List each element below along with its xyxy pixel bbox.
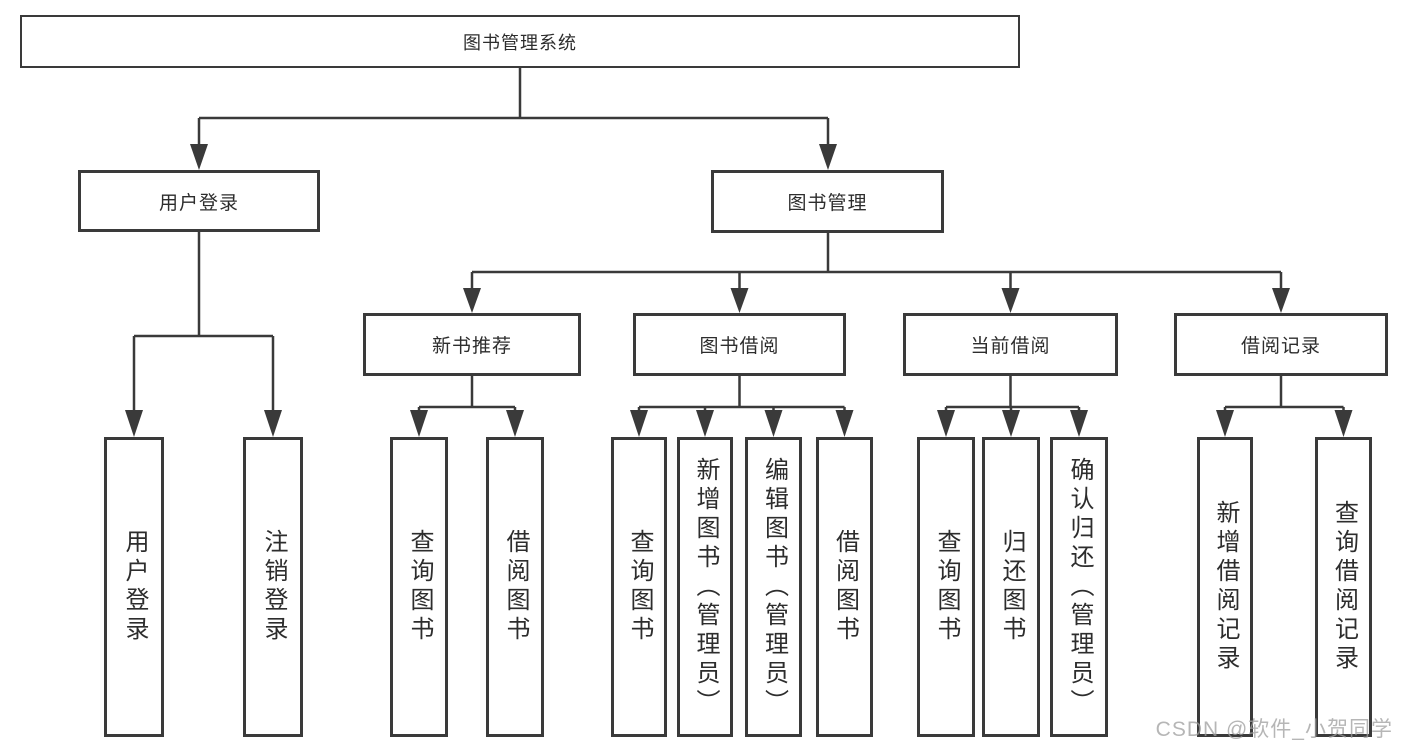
leaf-borrowing-borrow-books: 借阅图书 [816, 437, 873, 737]
csdn-watermark: CSDN @软件_小贺同学 [1155, 718, 1393, 741]
edge-book-management-to-children [463, 233, 1290, 313]
leaf-borrowing-add-books-admin: 新增图书（管理员） [677, 437, 733, 737]
node-borrowing-records: 借阅记录 [1174, 313, 1388, 376]
node-label: 归还图书 [998, 529, 1025, 645]
leaf-newbook-borrow-books: 借阅图书 [486, 437, 544, 737]
node-label: 用户登录 [121, 529, 148, 645]
node-book-management: 图书管理 [711, 170, 944, 233]
node-current-borrowing: 当前借阅 [903, 313, 1118, 376]
node-label: 查询图书 [626, 529, 653, 645]
node-user-login: 用户登录 [78, 170, 320, 232]
node-new-book-recommend: 新书推荐 [363, 313, 581, 376]
edge-current-borrowing-to-children [937, 376, 1088, 437]
node-label: 借阅记录 [1240, 336, 1321, 357]
node-label: 新增借阅记录 [1212, 500, 1239, 674]
leaf-current-return-books: 归还图书 [982, 437, 1040, 737]
edge-new-book-recommend-to-children [410, 376, 524, 437]
edge-root-to-level2 [190, 68, 837, 170]
node-label: 编辑图书（管理员） [760, 456, 788, 718]
node-label: 借阅图书 [502, 529, 529, 645]
leaf-logout: 注销登录 [243, 437, 303, 737]
leaf-borrowing-edit-books-admin: 编辑图书（管理员） [745, 437, 802, 737]
node-book-borrowing: 图书借阅 [633, 313, 846, 376]
leaf-newbook-query-books: 查询图书 [390, 437, 448, 737]
node-label: 用户登录 [158, 192, 239, 214]
edge-user-login-to-children [125, 232, 282, 437]
node-label: 新增图书（管理员） [692, 456, 719, 718]
node-label: 查询图书 [406, 529, 433, 645]
node-label: 查询图书 [933, 529, 960, 645]
leaf-user-login: 用户登录 [104, 437, 164, 737]
node-library-management-system: 图书管理系统 [20, 15, 1020, 68]
node-label: 查询借阅记录 [1330, 500, 1358, 674]
node-label: 图书管理 [787, 193, 868, 214]
node-label: 图书借阅 [699, 336, 780, 357]
leaf-records-add-record: 新增借阅记录 [1197, 437, 1253, 737]
leaf-borrowing-query-books: 查询图书 [611, 437, 667, 737]
node-label: 借阅图书 [831, 529, 859, 645]
leaf-current-query-books: 查询图书 [917, 437, 975, 737]
edge-book-borrowing-to-children [630, 376, 854, 437]
node-label: 图书管理系统 [463, 32, 577, 53]
leaf-current-confirm-return-admin: 确认归还（管理员） [1050, 437, 1108, 737]
edge-borrowing-records-to-children [1216, 376, 1353, 437]
node-label: 注销登录 [260, 529, 287, 645]
node-label: 新书推荐 [431, 336, 512, 357]
node-label: 当前借阅 [970, 336, 1051, 357]
leaf-records-query-record: 查询借阅记录 [1315, 437, 1372, 737]
node-label: 确认归还（管理员） [1066, 456, 1093, 718]
